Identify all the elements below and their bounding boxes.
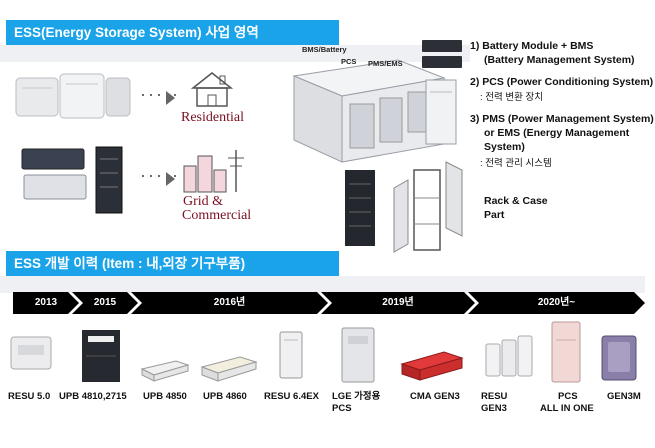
product-label-lge-pcs: LGE 가정용 xyxy=(332,391,381,402)
product-label-lge-pcs-line2: PCS xyxy=(332,403,352,414)
timeline-2013: 2013 xyxy=(13,292,79,314)
timeline-2019: 2019년 xyxy=(321,292,475,314)
annotation-rack-case: Rack & Case xyxy=(484,195,548,207)
annotation-rack-part: Part xyxy=(484,209,505,221)
product-label-resu-gen3: GEN3 xyxy=(481,403,507,414)
product-label-upb4810: UPB 4810,2715 xyxy=(59,391,127,402)
timeline-2016: 2016년 xyxy=(131,292,328,314)
container-label-pms: PMS/EMS xyxy=(368,59,403,68)
container-label-bms: BMS/Battery xyxy=(302,45,347,54)
product-image-lge-pcs xyxy=(341,327,375,383)
annotation-bms: (Battery Management System) xyxy=(484,54,635,66)
annotation-pms-desc: : 전력 관리 시스템 xyxy=(480,158,552,169)
annotation-battery-module: 1) Battery Module + BMS xyxy=(470,40,594,52)
product-image-resu-gen3 xyxy=(485,335,533,377)
product-label-resu50: RESU 5.0 xyxy=(8,391,51,402)
annotation-ems: or EMS (Energy Management xyxy=(484,127,630,139)
house-icon xyxy=(190,72,234,107)
product-label-cma-gen3: CMA GEN3 xyxy=(410,391,460,402)
container-label-pcs: PCS xyxy=(341,57,357,66)
arrow-right-icon xyxy=(166,172,175,186)
product-label-gen3m: GEN3M xyxy=(607,391,641,402)
product-label-upb4860: UPB 4860 xyxy=(203,391,247,402)
annotation-ems-cont: System) xyxy=(484,141,525,153)
annotation-pcs: 2) PCS (Power Conditioning System) xyxy=(470,76,654,88)
product-label-upb4850: UPB 4850 xyxy=(143,391,187,402)
annotation-pms: 3) PMS (Power Management System) xyxy=(470,113,654,125)
product-image-upb4860 xyxy=(200,356,258,382)
product-image-cma-gen3 xyxy=(400,351,464,381)
arrow-right-icon xyxy=(166,91,175,105)
timeline-2015: 2015 xyxy=(72,292,138,314)
product-label-all-in-one: ALL IN ONE xyxy=(540,403,594,414)
product-image-resu64ex xyxy=(279,331,303,379)
product-label-pcs: PCS xyxy=(558,391,578,402)
rack-case-exploded-image xyxy=(393,161,463,253)
ess-container-image xyxy=(292,59,446,163)
grid-label-line2: Commercial xyxy=(182,208,252,223)
city-grid-icon xyxy=(183,150,244,193)
product-label-resu: RESU xyxy=(481,391,508,402)
annotation-pcs-desc: : 전력 변환 장치 xyxy=(480,92,543,103)
section-header-band xyxy=(0,45,470,62)
residential-label: Residential xyxy=(181,110,244,125)
timeline-2020: 2020년~ xyxy=(468,292,645,314)
residential-ess-product-image xyxy=(15,73,131,119)
product-image-resu50 xyxy=(10,336,52,370)
product-image-gen3m xyxy=(601,335,637,381)
section-title-development-history: ESS 개발 이력 (Item : 내,외장 기구부품) xyxy=(6,251,339,276)
pcs-equipment-image xyxy=(422,40,462,145)
grid-label-line1: Grid & xyxy=(183,194,224,209)
commercial-ess-product-image xyxy=(21,146,123,214)
section-header-band xyxy=(0,276,645,293)
product-label-resu64ex: RESU 6.4EX xyxy=(264,391,319,402)
product-image-upb4810 xyxy=(82,330,120,382)
section-title-business-area: ESS(Energy Storage System) 사업 영역 xyxy=(6,20,339,45)
product-image-pcs-all-in-one xyxy=(551,321,581,383)
product-image-upb4850 xyxy=(140,360,190,382)
battery-rack-image xyxy=(345,170,375,246)
